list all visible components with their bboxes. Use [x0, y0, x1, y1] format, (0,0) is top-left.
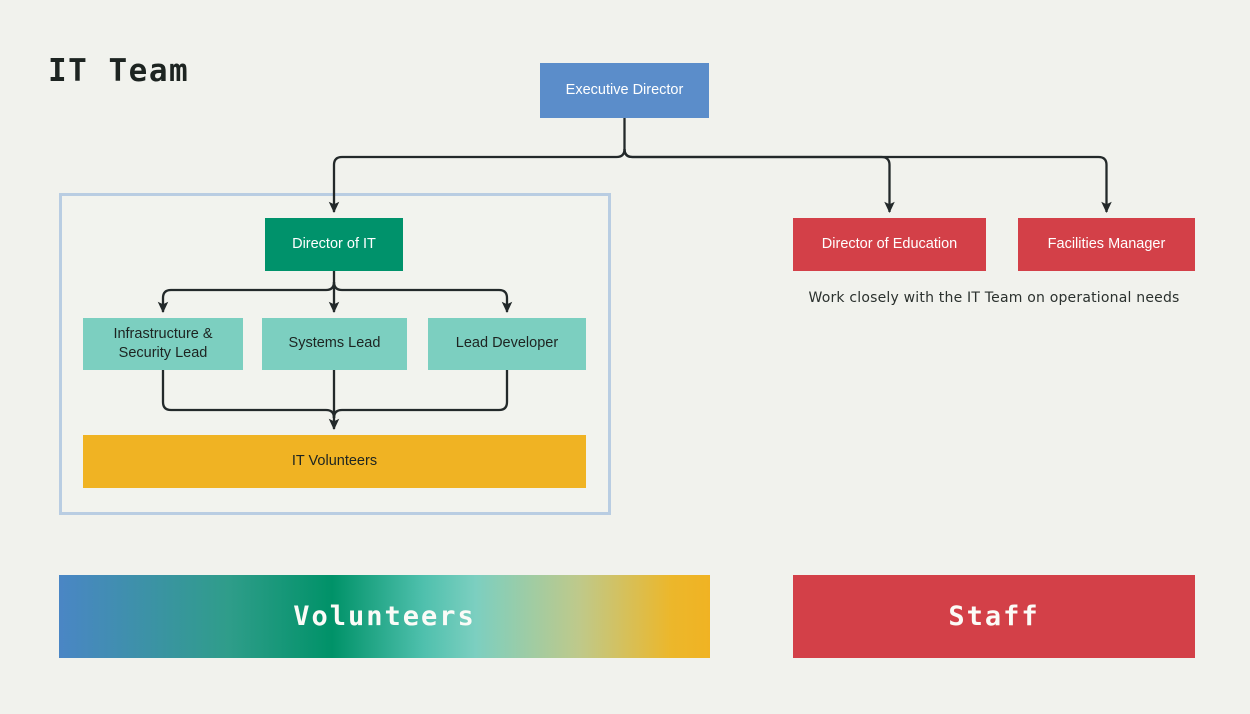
- edge-exec-to-director-education: [623, 148, 895, 213]
- node-lead-developer-label: Lead Developer: [455, 335, 559, 352]
- page-title: IT Team: [48, 53, 190, 89]
- node-systems-lead[interactable]: Systems Lead: [262, 318, 407, 370]
- node-facilities-manager-label: Facilities Manager: [1047, 235, 1166, 252]
- node-executive-director[interactable]: Executive Director: [540, 63, 709, 118]
- label-line-1: Infrastructure &: [113, 325, 213, 342]
- node-director-of-it[interactable]: Director of IT: [265, 218, 403, 271]
- node-director-of-it-label: Director of IT: [292, 235, 376, 252]
- node-director-of-education-label: Director of Education: [821, 235, 958, 252]
- legend-volunteers-label: Volunteers: [293, 601, 476, 632]
- node-it-volunteers[interactable]: IT Volunteers: [83, 435, 586, 488]
- node-infrastructure-security-lead-label: Infrastructure & Security Lead: [113, 325, 212, 363]
- node-it-volunteers-label: IT Volunteers: [291, 452, 378, 469]
- legend-staff-label: Staff: [948, 601, 1040, 632]
- edge-exec-to-facilities-manager: [623, 148, 1112, 213]
- node-facilities-manager[interactable]: Facilities Manager: [1018, 218, 1195, 271]
- node-lead-developer[interactable]: Lead Developer: [428, 318, 586, 370]
- node-director-of-education[interactable]: Director of Education: [793, 218, 986, 271]
- node-executive-director-label: Executive Director: [565, 81, 684, 98]
- node-infrastructure-security-lead[interactable]: Infrastructure & Security Lead: [83, 318, 243, 370]
- legend-volunteers: Volunteers: [59, 575, 710, 658]
- legend-staff: Staff: [793, 575, 1195, 658]
- node-systems-lead-label: Systems Lead: [288, 335, 381, 352]
- staff-note: Work closely with the IT Team on operati…: [808, 290, 1180, 306]
- label-line-2: Security Lead: [118, 345, 208, 361]
